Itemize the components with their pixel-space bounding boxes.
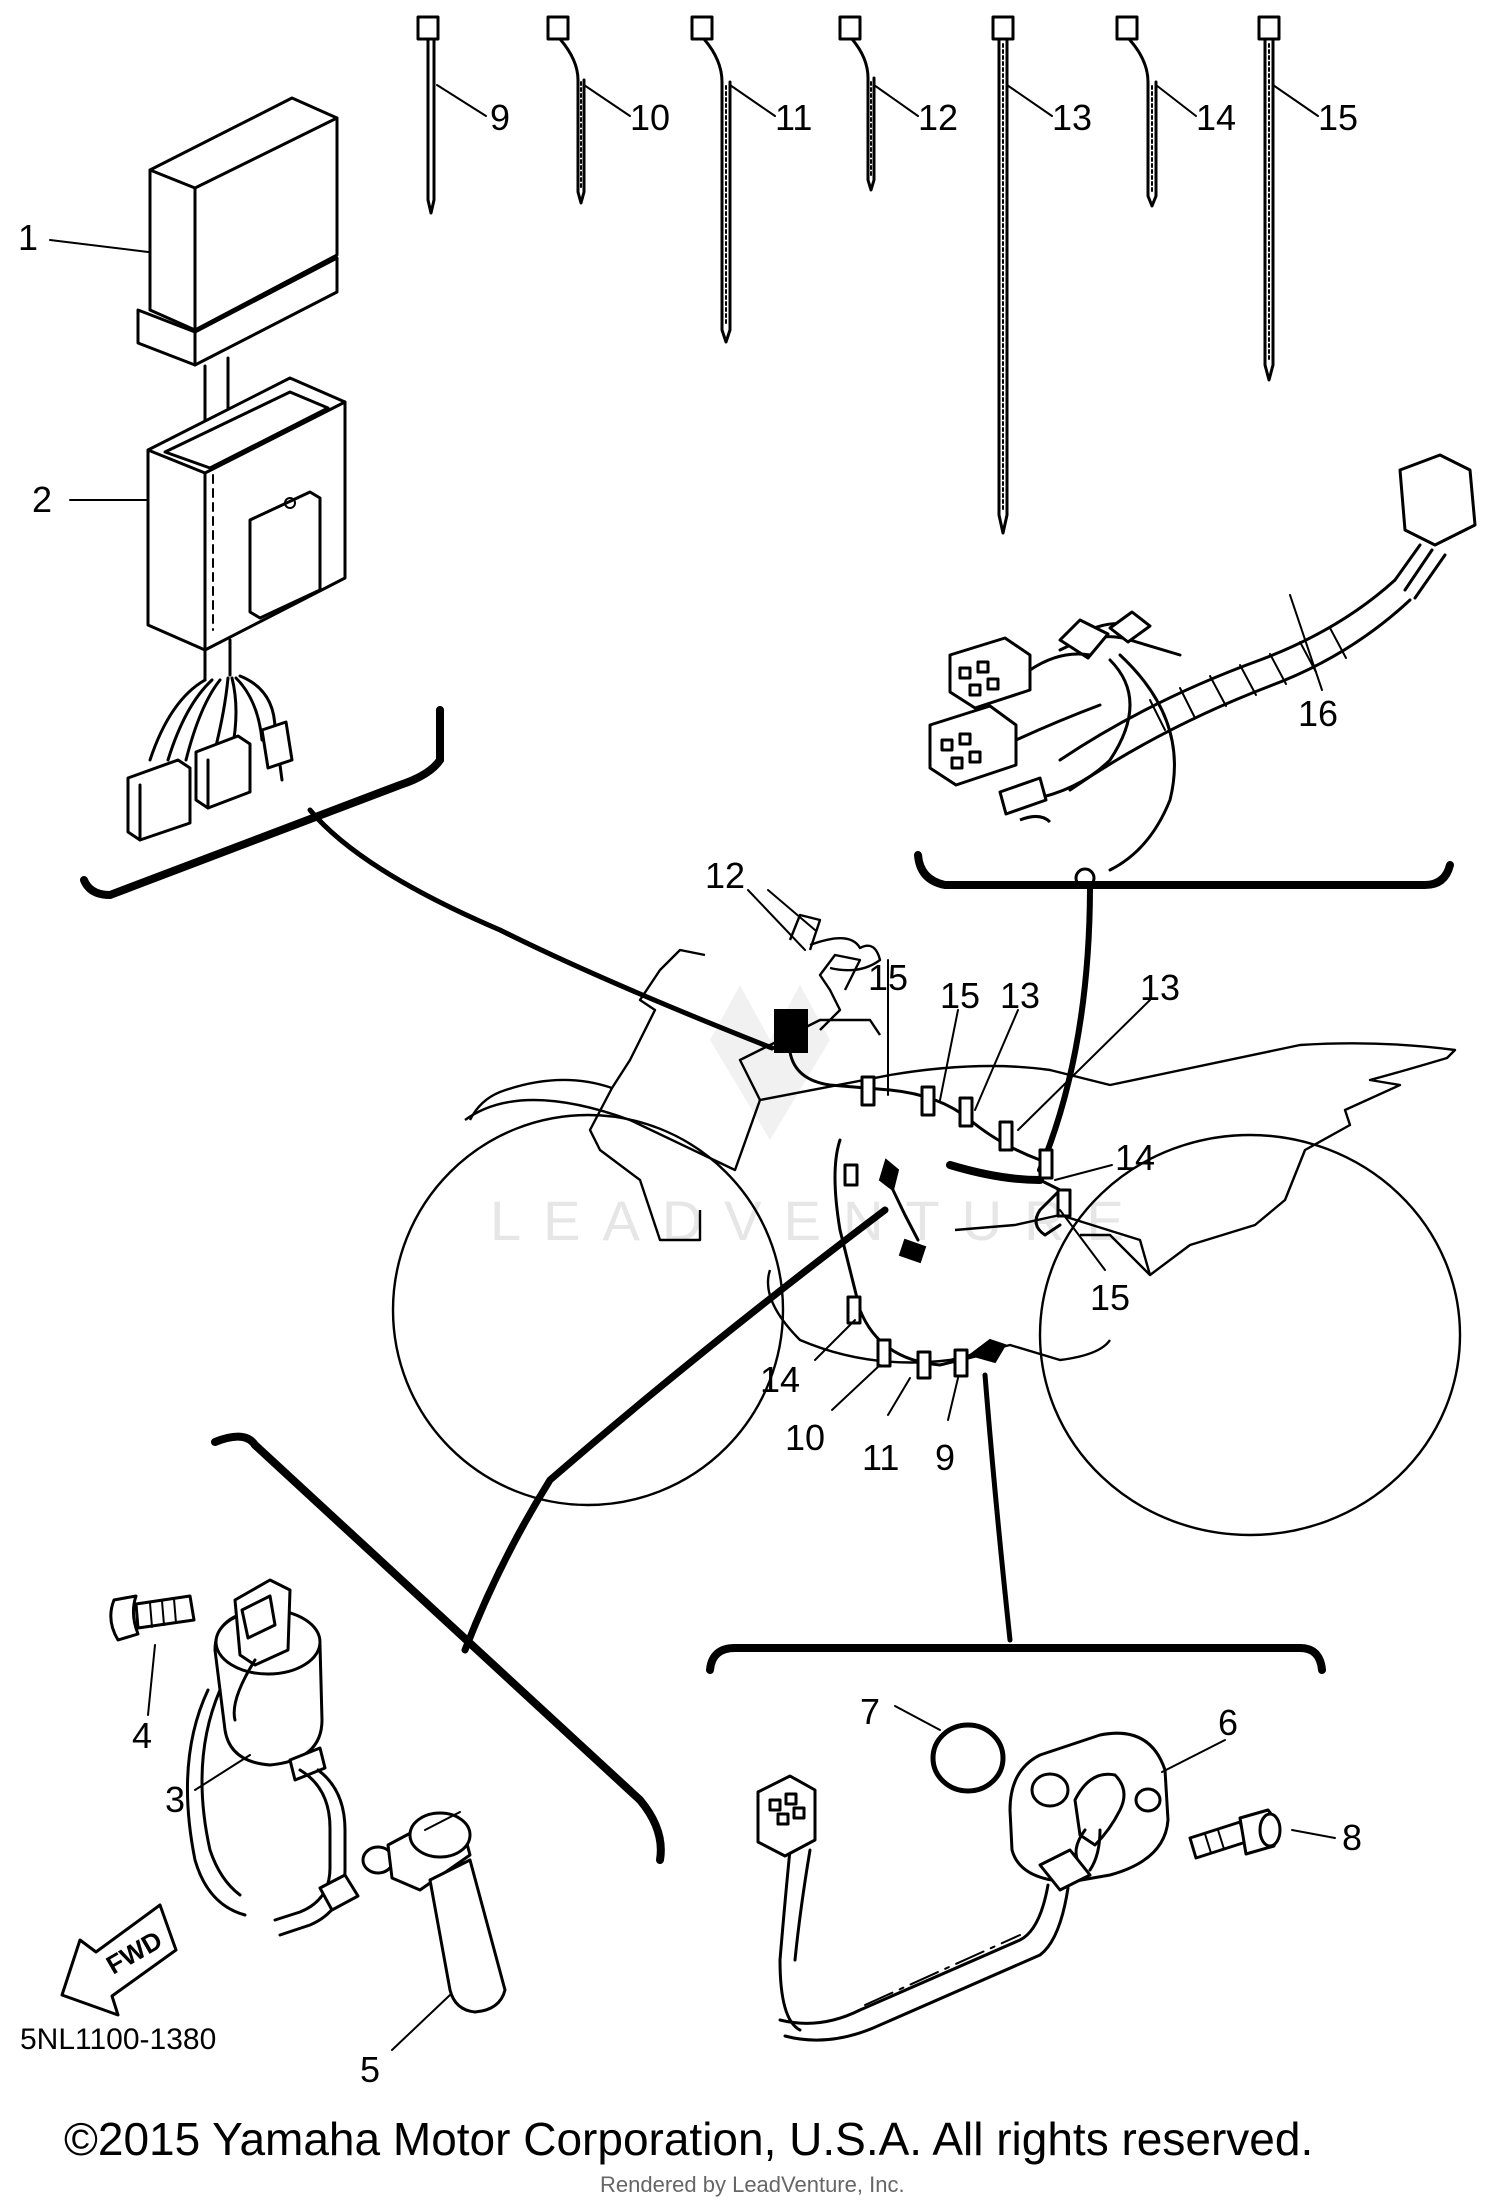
- cable-tie-9[interactable]: [416, 15, 440, 215]
- frame-callout-15b: 15: [940, 975, 980, 1016]
- diagram-code: 5NL1100-1380: [20, 2023, 217, 2056]
- sensor-pointer: [982, 1372, 1013, 1643]
- callout-12: 12: [918, 97, 958, 138]
- watermark-logo: [710, 985, 830, 1140]
- sensor-bolt[interactable]: [1188, 1808, 1282, 1860]
- coil-pointer: [461, 1206, 889, 1654]
- frame-callout-13a: 13: [1000, 975, 1040, 1016]
- harness-coupler-upper[interactable]: [948, 636, 1092, 710]
- harness-coupler-lower[interactable]: [928, 703, 1102, 787]
- spark-plug-cap[interactable]: [361, 1811, 507, 2014]
- fwd-arrow: FWD: [60, 1903, 178, 2017]
- callout-5: 5: [360, 2049, 380, 2090]
- o-ring[interactable]: [930, 1722, 1006, 1794]
- leader-4: [147, 1644, 156, 1716]
- cable-tie-12[interactable]: [838, 15, 876, 192]
- cdi-bullet-connector[interactable]: [260, 720, 294, 782]
- frame-callouts: 12 15 15 13 13 14 15 14 10 11 9: [705, 855, 1180, 1478]
- rendered-by-note: Rendered by LeadVenture, Inc.: [600, 2172, 905, 2197]
- frame-callout-14b: 14: [760, 1359, 800, 1400]
- crank-position-sensor[interactable]: [778, 1731, 1170, 2042]
- callout-10: 10: [630, 97, 670, 138]
- callout-1: 1: [18, 217, 38, 258]
- sensor-bracket-line: [706, 1644, 1326, 1674]
- frame-callout-13b: 13: [1140, 967, 1180, 1008]
- callout-8: 8: [1342, 1817, 1362, 1858]
- callout-15: 15: [1318, 97, 1358, 138]
- cdi-coupler-left[interactable]: [126, 758, 192, 842]
- leader-5: [391, 1994, 451, 2051]
- harness-pointer: [1037, 882, 1093, 1173]
- motorcycle-silhouette: [391, 913, 1462, 1537]
- cdi-wires: [148, 638, 277, 762]
- leader-6: [1161, 1739, 1226, 1773]
- bike-ties: [843, 1075, 1072, 1380]
- callout-2: 2: [32, 479, 52, 520]
- leader-16: [1289, 594, 1323, 691]
- coil-bracket-line: [211, 1432, 665, 1864]
- frame-callout-11: 11: [862, 1437, 899, 1478]
- cdi-bracket-line: [80, 706, 444, 900]
- callout-16: 16: [1298, 693, 1338, 734]
- copyright-notice: ©2015 Yamaha Motor Corporation, U.S.A. A…: [64, 2113, 1314, 2165]
- cdi-bracket[interactable]: [146, 376, 347, 652]
- cable-tie-11[interactable]: [690, 15, 732, 344]
- frame-callout-12: 12: [705, 855, 745, 896]
- callout-9: 9: [490, 97, 510, 138]
- cable-tie-10[interactable]: [546, 15, 586, 205]
- frame-callout-9: 9: [935, 1437, 955, 1478]
- sensor-coupler[interactable]: [756, 1774, 817, 1858]
- cdi-coupler-right[interactable]: [194, 734, 252, 810]
- frame-callout-15a: 15: [868, 957, 908, 998]
- cable-tie-15[interactable]: [1257, 15, 1281, 382]
- leader-8: [1291, 1829, 1336, 1839]
- watermark: LEADVENTURE: [490, 1189, 1146, 1252]
- frame-leaders: [747, 889, 1151, 1421]
- cdi-pointer: [307, 807, 775, 1051]
- callout-14: 14: [1196, 97, 1236, 138]
- callout-7: 7: [860, 1691, 880, 1732]
- cable-tie-14[interactable]: [1115, 15, 1158, 208]
- leader-7: [894, 1705, 941, 1731]
- callout-4: 4: [132, 1715, 152, 1756]
- frame-callout-15c: 15: [1090, 1277, 1130, 1318]
- frame-callout-14a: 14: [1115, 1137, 1155, 1178]
- part-callouts: 1 2 3 4 5 6 7 8 9 10 11 12 13 14 15 16: [18, 97, 1362, 2090]
- leader-1: [49, 239, 149, 253]
- cable-tie-13[interactable]: [991, 15, 1015, 535]
- leader-3: [194, 1754, 251, 1791]
- harness-bracket-line: [914, 851, 1454, 889]
- tie-leaders: [436, 84, 1319, 117]
- callout-6: 6: [1218, 1702, 1238, 1743]
- frame-callout-10: 10: [785, 1417, 825, 1458]
- coil-bolt[interactable]: [109, 1594, 196, 1642]
- callout-13: 13: [1052, 97, 1092, 138]
- callout-11: 11: [775, 97, 812, 138]
- cdi-location-marker: [774, 1009, 808, 1053]
- ignition-coil[interactable]: [185, 1578, 360, 1937]
- cdi-unit[interactable]: [136, 96, 339, 367]
- callout-3: 3: [165, 1779, 185, 1820]
